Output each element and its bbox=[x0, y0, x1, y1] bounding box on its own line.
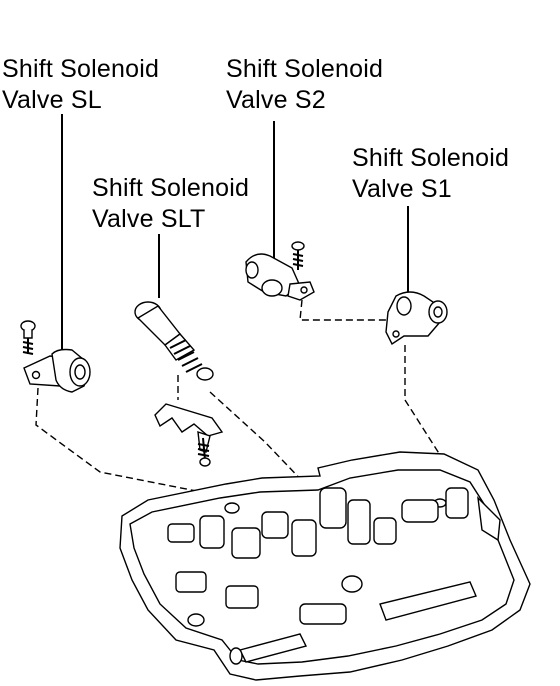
valve-body bbox=[119, 451, 531, 681]
label-valve-s1: Shift Solenoid Valve S1 bbox=[352, 143, 509, 205]
label-valve-sl-line2: Valve SL bbox=[2, 86, 102, 114]
label-valve-slt: Shift Solenoid Valve SLT bbox=[92, 173, 249, 235]
label-valve-s1-line2: Valve S1 bbox=[352, 175, 452, 203]
label-valve-slt-line1: Shift Solenoid bbox=[92, 174, 250, 202]
label-valve-sl-line1: Shift Solenoid bbox=[2, 55, 160, 83]
solenoid-slt bbox=[134, 301, 224, 467]
label-valve-s2: Shift Solenoid Valve S2 bbox=[226, 54, 383, 116]
solenoid-s1 bbox=[385, 291, 448, 346]
solenoid-sl bbox=[20, 320, 91, 393]
label-valve-s1-line1: Shift Solenoid bbox=[352, 144, 510, 172]
dashed-line-s2 bbox=[299, 299, 388, 321]
label-valve-slt-line2: Valve SLT bbox=[92, 205, 206, 233]
label-valve-s2-line2: Valve S2 bbox=[226, 86, 326, 114]
label-valve-s2-line1: Shift Solenoid bbox=[226, 55, 384, 83]
dashed-line-s1 bbox=[404, 345, 441, 500]
label-valve-sl: Shift Solenoid Valve SL bbox=[2, 54, 159, 116]
solenoid-s2 bbox=[245, 241, 315, 301]
leader-lines bbox=[61, 114, 409, 352]
